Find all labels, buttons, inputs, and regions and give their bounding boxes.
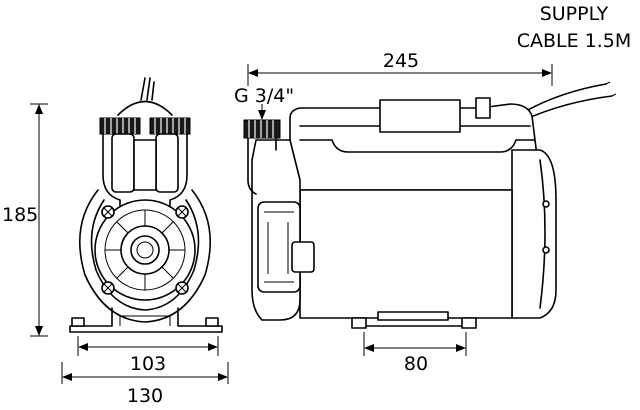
pump-head-outer	[79, 189, 211, 323]
dim-130-line	[61, 362, 229, 384]
side-foot-right	[461, 317, 477, 329]
volute-ribs	[105, 210, 185, 290]
right-port-column	[155, 133, 179, 193]
thread-ridges	[104, 118, 186, 134]
supply-label-line2: CABLE 1.5M	[517, 30, 632, 52]
side-view	[243, 81, 617, 329]
impeller-hub	[120, 225, 170, 275]
cable-ends	[605, 81, 617, 97]
end-cap-screw-mid	[542, 246, 550, 254]
inlet-centre	[136, 241, 154, 259]
side-foot-base	[377, 311, 449, 321]
left-port-column	[111, 133, 135, 193]
dim-185-line	[30, 103, 48, 337]
dim-thread-leader	[258, 104, 266, 120]
terminal-box	[379, 99, 461, 133]
head-bolts	[101, 205, 189, 295]
end-cap-screw-top	[542, 200, 550, 208]
side-foot-left	[351, 317, 367, 329]
dim-245-label: 245	[383, 50, 419, 72]
dim-80-line	[363, 332, 467, 356]
rear-end-cap	[511, 149, 557, 319]
dim-80-label: 80	[404, 353, 428, 375]
pump-head-inner	[90, 199, 200, 311]
dim-thread-label: G 3/4"	[234, 85, 294, 107]
front-cable-wires	[140, 77, 155, 101]
inlet-eye	[130, 235, 160, 265]
right-port-thread	[149, 117, 191, 135]
front-foot-web	[119, 315, 171, 326]
front-foot-bracket	[69, 307, 223, 333]
centre-bridge	[133, 139, 157, 191]
dim-103-line	[77, 336, 219, 356]
chamber-details	[264, 211, 294, 283]
side-port	[291, 241, 315, 273]
supply-label-line1: SUPPLY	[540, 3, 609, 25]
front-view	[69, 77, 223, 333]
front-top-arch	[117, 100, 173, 116]
front-left-foot-pad	[71, 317, 85, 327]
inlet-thread-ridges	[248, 120, 274, 138]
dim-185-label: 185	[2, 204, 38, 226]
cable-gland	[475, 97, 491, 119]
inlet-neck	[247, 137, 277, 195]
front-right-foot-pad	[205, 317, 219, 327]
end-cap-curve	[539, 159, 546, 309]
dim-103-label: 103	[130, 353, 166, 375]
dim-245-line	[247, 64, 553, 86]
dim-130-label: 130	[127, 385, 163, 407]
supply-cable-lower	[523, 95, 613, 121]
supply-cable-upper	[523, 83, 607, 113]
left-port-thread	[99, 117, 141, 135]
motor-can	[299, 189, 513, 319]
volute-outer	[94, 199, 196, 301]
